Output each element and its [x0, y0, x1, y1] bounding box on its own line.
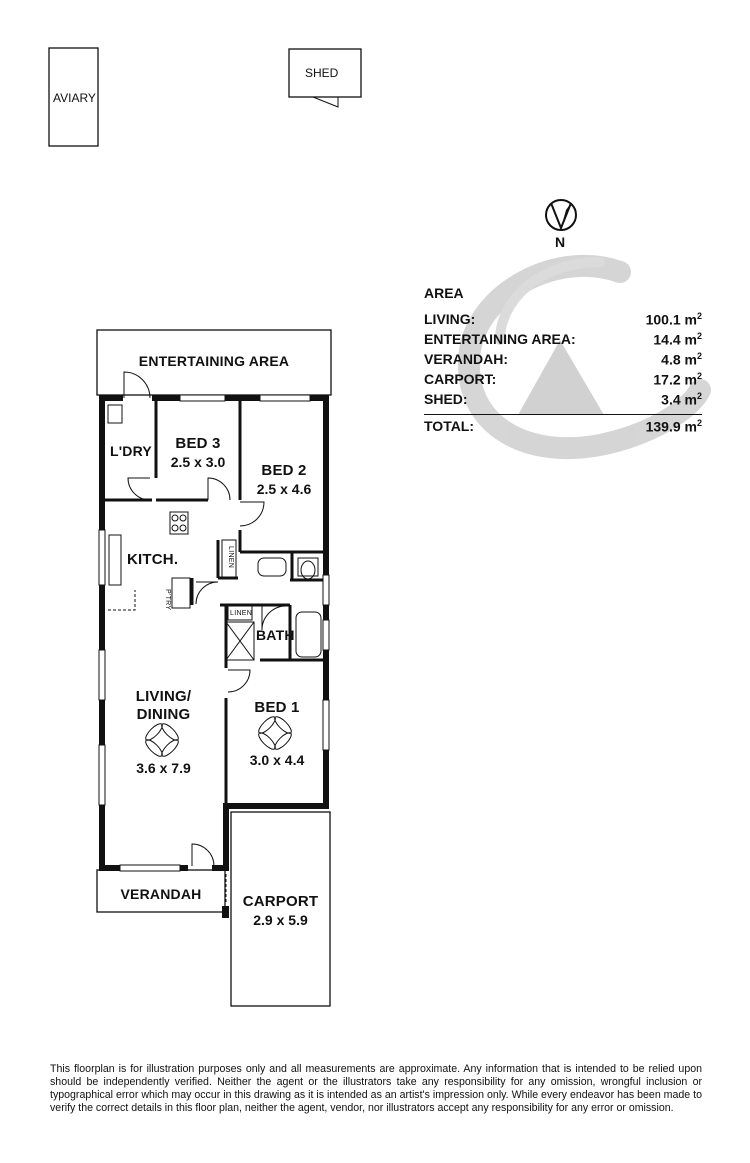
shed-door-swing: [312, 96, 339, 108]
ceiling-fan-icon: [258, 716, 292, 750]
bed3-label: BED 3: [175, 435, 221, 452]
bed2-dims: 2.5 x 4.6: [256, 481, 312, 497]
area-row-value: 4.8 m2: [661, 351, 702, 368]
bed1-label: BED 1: [254, 699, 300, 716]
total-divider: [424, 414, 702, 415]
watermark-logo: [457, 254, 711, 460]
area-total-value: 139.9 m2: [645, 418, 702, 435]
carport-label: CARPORT: [242, 893, 319, 910]
area-row-value: 3.4 m2: [661, 391, 702, 408]
fixtures: [107, 404, 322, 661]
area-title: AREA: [424, 285, 464, 301]
linen-label: LINEN: [227, 546, 234, 569]
area-row-label: ENTERTAINING AREA:: [424, 331, 576, 347]
windows: [98, 394, 330, 872]
area-row-label: VERANDAH:: [424, 351, 508, 367]
laundry-label: L'DRY: [110, 443, 152, 459]
area-row-label: LIVING:: [424, 311, 476, 327]
bath-label: BATH: [256, 627, 295, 643]
area-total-label: TOTAL:: [424, 418, 475, 434]
disclaimer-text: This floorplan is for illustration purpo…: [50, 1063, 702, 1114]
living-dims: 3.6 x 7.9: [136, 760, 191, 776]
living-label-line2: DINING: [136, 706, 191, 723]
kitchen-label: KITCH.: [127, 551, 179, 568]
verandah-label: VERANDAH: [120, 886, 202, 902]
linen-label: LINEN: [230, 610, 253, 617]
bed1-dims: 3.0 x 4.4: [249, 752, 305, 768]
bed3-dims: 2.5 x 3.0: [170, 454, 226, 470]
area-row-value: 17.2 m2: [653, 371, 702, 388]
aviary-label: AVIARY: [53, 91, 96, 105]
shed-outline: [288, 48, 362, 98]
door-swings: [123, 371, 287, 867]
north-label: N: [555, 234, 566, 250]
area-row-label: CARPORT:: [424, 371, 497, 387]
area-row-label: SHED:: [424, 391, 468, 407]
ceiling-fan-icon: [145, 723, 179, 757]
entertaining-area-label: ENTERTAINING AREA: [138, 353, 290, 369]
bed2-label: BED 2: [261, 462, 307, 479]
carport-dims: 2.9 x 5.9: [253, 912, 308, 928]
living-label-line1: LIVING/: [135, 688, 192, 705]
aviary-outline: [48, 47, 99, 147]
carport-post: [222, 906, 229, 918]
carport-outline: [230, 811, 331, 1007]
interior-walls: [102, 398, 326, 806]
pantry-label: P'TRY: [164, 589, 171, 611]
north-arrow-icon: [545, 199, 577, 231]
area-row-value: 14.4 m2: [653, 331, 702, 348]
shed-label: SHED: [305, 66, 339, 80]
area-row-value: 100.1 m2: [645, 311, 702, 328]
